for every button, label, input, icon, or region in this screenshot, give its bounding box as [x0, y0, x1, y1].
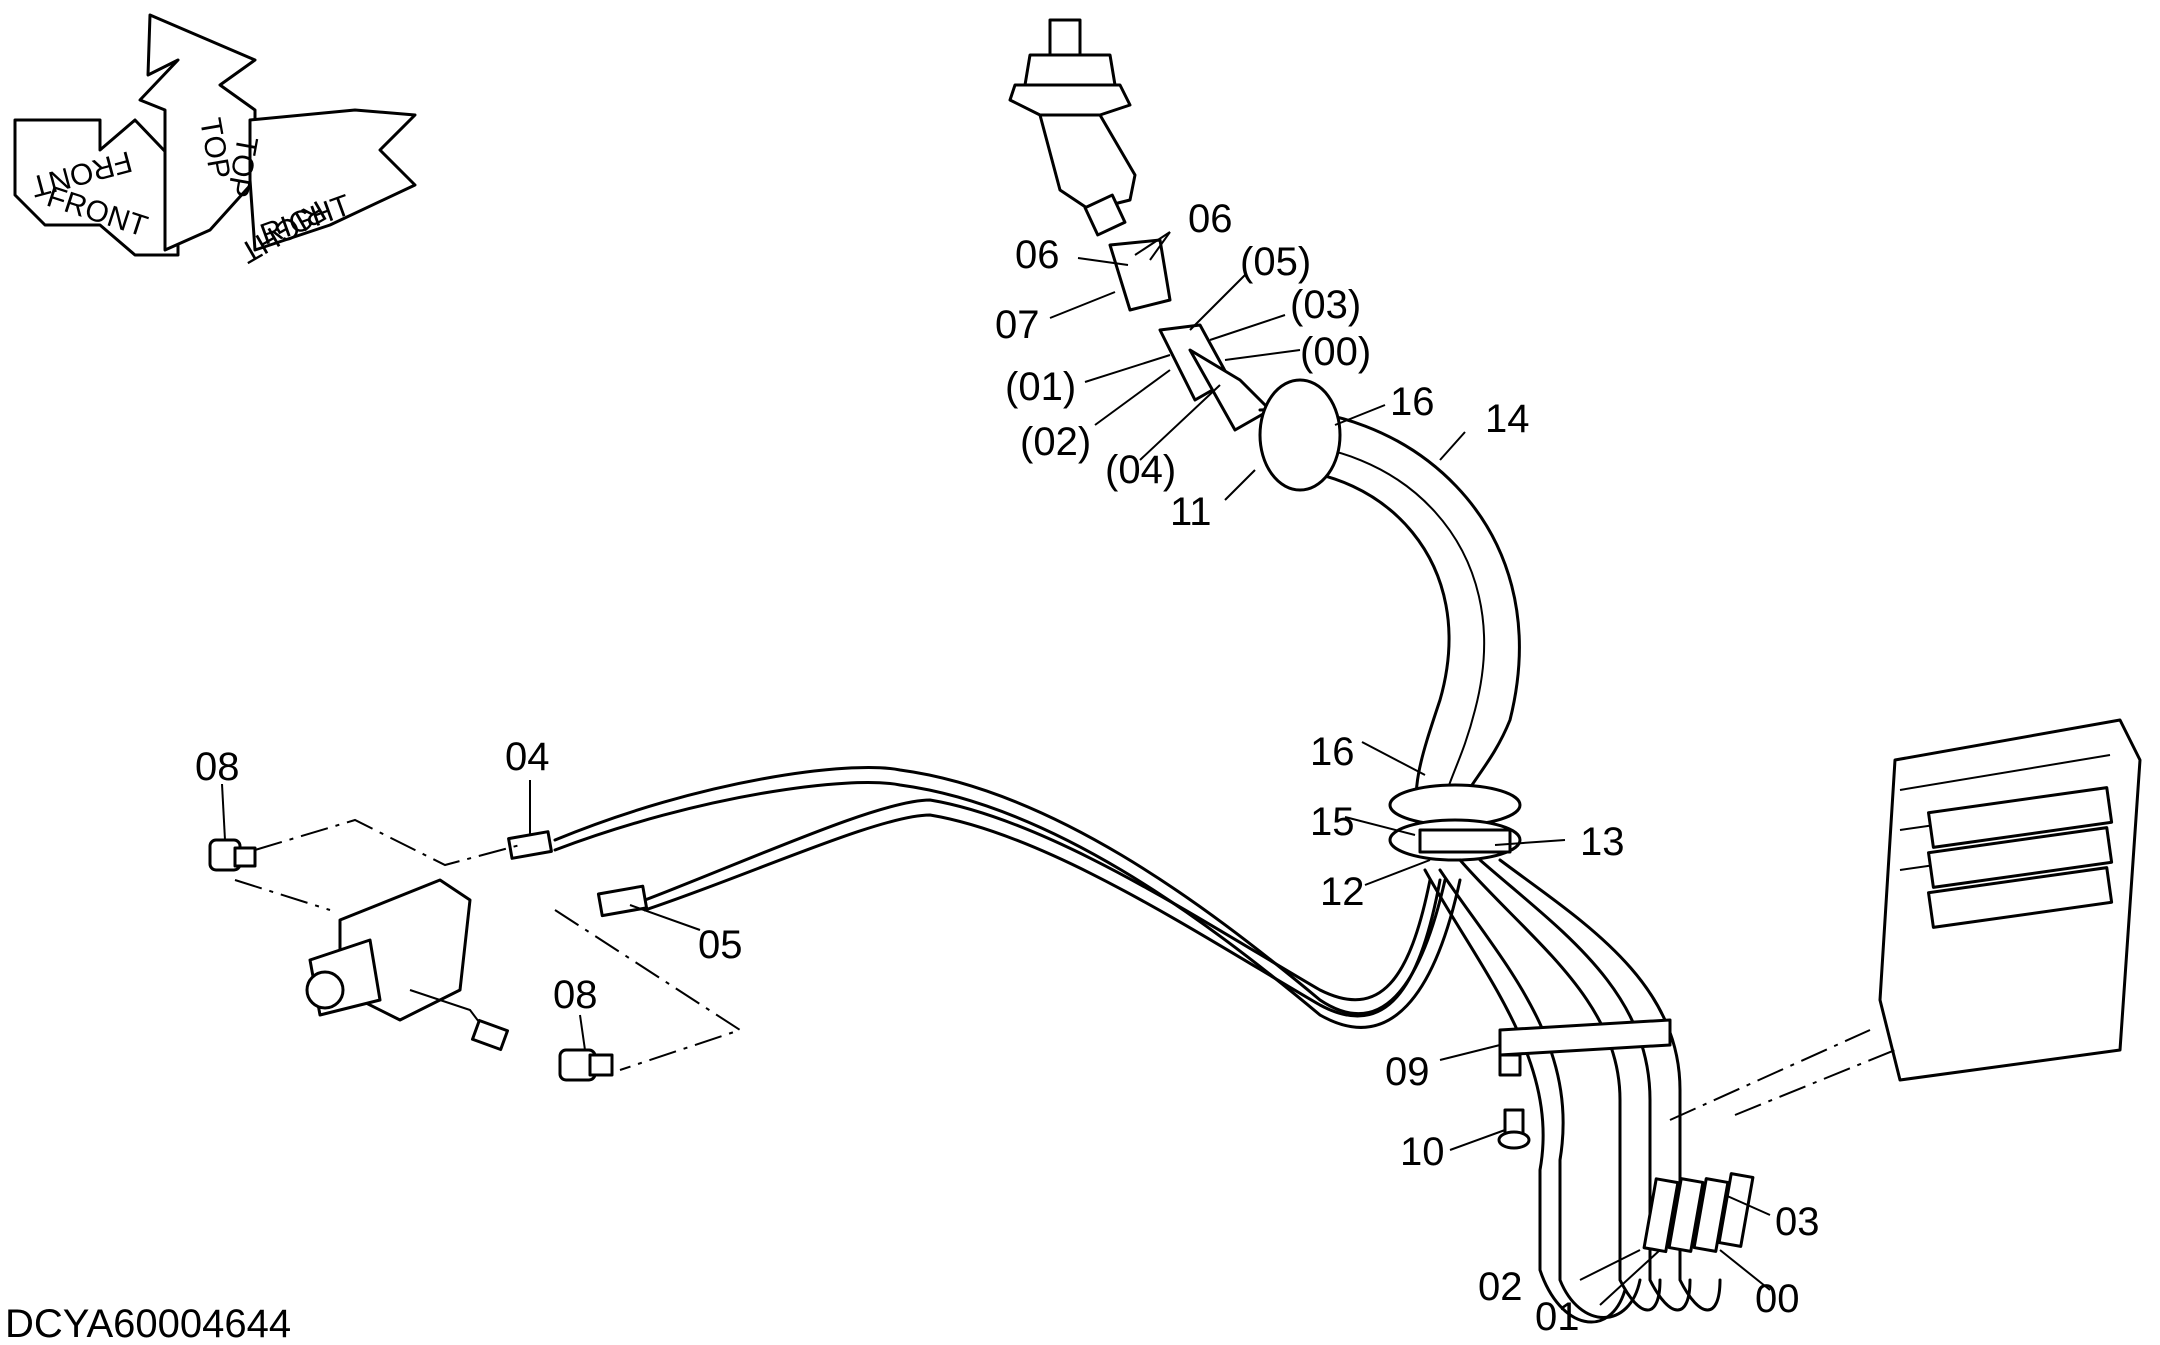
hose-bundle-left	[553, 766, 1462, 1029]
callout-labels: 06 06 07 (05) (03) (00) (01) (02) (04) 1…	[195, 197, 1820, 1339]
callout-00-paren: (00)	[1300, 330, 1371, 374]
callout-16-upper: 16	[1390, 380, 1435, 424]
bracket-part	[1498, 1018, 1672, 1077]
bolt-part	[1497, 1108, 1531, 1150]
callout-06-left: 06	[1015, 233, 1060, 277]
pilot-valve-part	[1008, 18, 1137, 237]
drawing-code: DCYA60004644	[5, 1302, 291, 1345]
leader-lines	[221, 231, 1771, 1306]
callout-03: 03	[1775, 1200, 1820, 1244]
callout-05: 05	[698, 923, 743, 967]
callout-03-paren: (03)	[1290, 283, 1361, 327]
solenoid-valve-part	[305, 878, 510, 1052]
callout-00: 00	[1755, 1277, 1800, 1321]
callout-07: 07	[995, 303, 1040, 347]
hose-05-fitting	[596, 884, 649, 918]
callout-14: 14	[1485, 397, 1530, 441]
callout-04: 04	[505, 735, 550, 779]
callout-15: 15	[1310, 800, 1355, 844]
callout-16-lower: 16	[1310, 730, 1355, 774]
callout-01-paren: (01)	[1005, 365, 1076, 409]
adapter-lower-part	[558, 1048, 614, 1082]
hose-end-fittings	[1642, 1172, 1755, 1254]
callout-11: 11	[1170, 490, 1212, 534]
callout-13: 13	[1580, 820, 1625, 864]
callout-10: 10	[1400, 1130, 1445, 1174]
assembly-dash-lines	[234, 818, 1896, 1121]
adapter-upper-part	[208, 838, 257, 872]
callout-04-paren: (04)	[1105, 448, 1176, 492]
connector-cluster-part	[1108, 238, 1272, 432]
callout-01: 01	[1535, 1295, 1580, 1339]
callout-02-paren: (02)	[1020, 420, 1091, 464]
hose-bundle-right	[1423, 858, 1722, 1324]
control-valve-part	[1878, 718, 2142, 1082]
callout-08-lower: 08	[553, 973, 598, 1017]
callout-08-upper: 08	[195, 745, 240, 789]
callout-05-paren: (05)	[1240, 240, 1311, 284]
callout-09: 09	[1385, 1050, 1430, 1094]
sleeve-hose-part	[1258, 378, 1522, 862]
callout-02: 02	[1478, 1265, 1523, 1309]
hose-04-fitting	[507, 830, 553, 860]
orientation-indicator-icon: FRONT FRONT TOP TOP RIGHT RIGHT	[13, 13, 417, 269]
callout-06-right: 06	[1188, 197, 1233, 241]
callout-12: 12	[1320, 870, 1365, 914]
